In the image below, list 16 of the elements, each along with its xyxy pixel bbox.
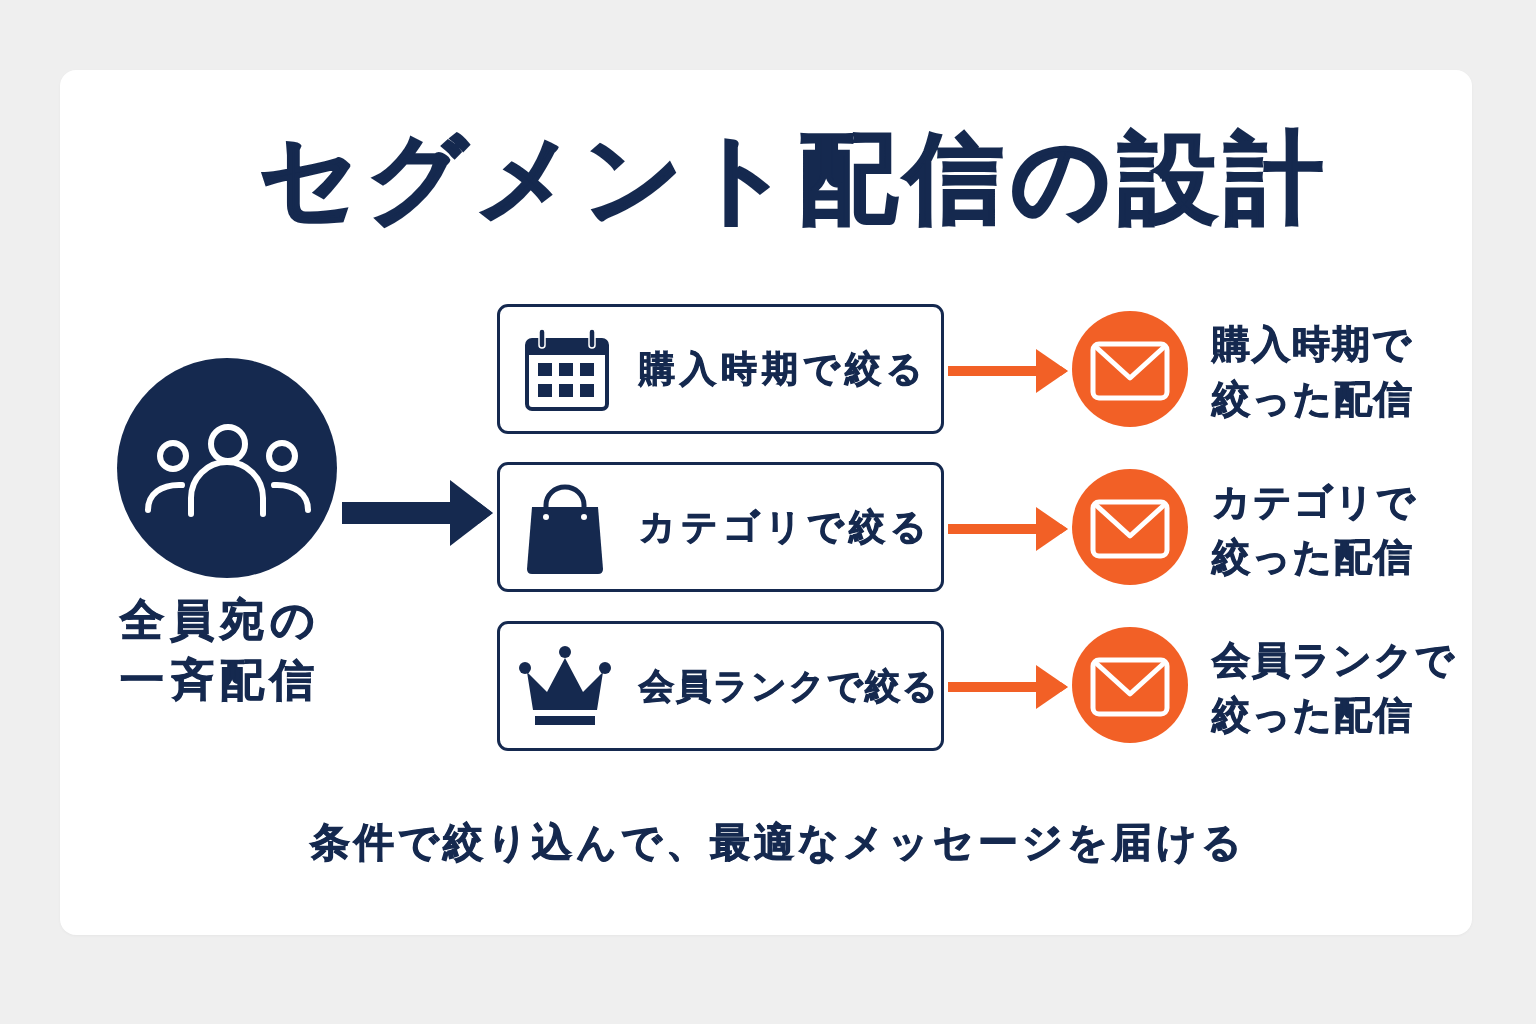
filter-label: カテゴリで絞る — [639, 505, 932, 549]
arrow — [948, 665, 1068, 709]
arrow — [948, 349, 1068, 393]
node-label: 会員ランクで絞った配信 — [1212, 637, 1457, 739]
node-label: 全員宛の一斉配信 — [120, 593, 322, 707]
filter-box — [497, 621, 944, 751]
filter-box — [497, 462, 944, 592]
filter-box — [497, 304, 944, 434]
filter-label: 会員ランクで絞る — [639, 665, 940, 707]
arrow — [342, 480, 493, 546]
node-label: 購入時期で絞った配信 — [1212, 321, 1415, 423]
title: セグメント配信の設計 — [259, 122, 1331, 234]
arrow — [948, 507, 1068, 551]
caption: 条件で絞り込んで、最適なメッセージを届ける — [310, 818, 1246, 866]
node-label: カテゴリで絞った配信 — [1212, 479, 1418, 581]
filter-label: 購入時期で絞る — [639, 347, 928, 391]
